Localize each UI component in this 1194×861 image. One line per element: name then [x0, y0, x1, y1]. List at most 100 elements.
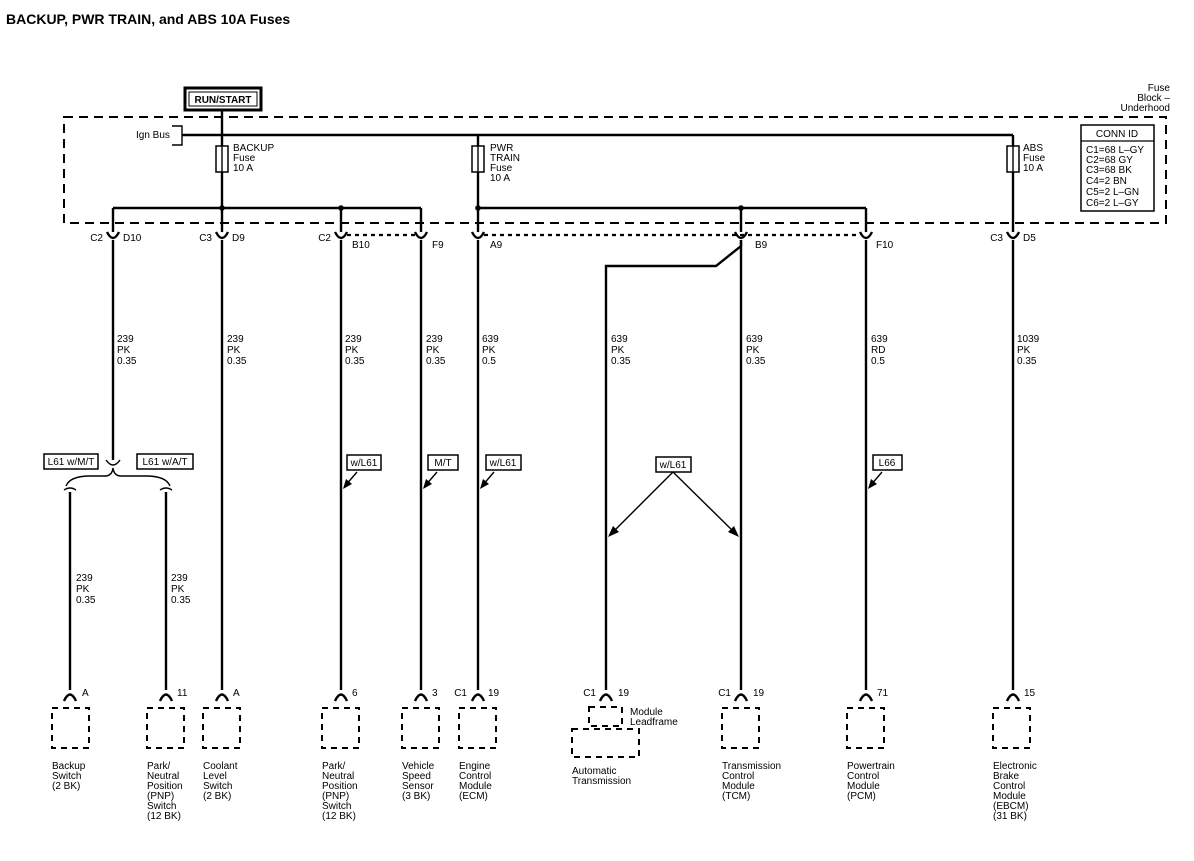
component-name: Module [993, 791, 1026, 802]
component-name: Control [459, 771, 491, 782]
wire-color: PK [345, 345, 359, 356]
component-name: Sensor [402, 781, 434, 792]
option-split-backup [63, 459, 173, 690]
fuse-text: 10 A [490, 173, 510, 184]
option-label-l61-at: L61 w/A/T [136, 453, 194, 470]
fuse-block-pin-f10: F10 [858, 231, 894, 251]
option-label-l61-mt: L61 w/M/T [43, 453, 99, 470]
pin-number: 71 [877, 688, 889, 699]
component-name: Control [847, 771, 879, 782]
component-name: (12 BK) [322, 811, 356, 822]
wire-spec: 239 PK 0.35 [117, 334, 137, 367]
fuse-block-label-line: Underhood [1121, 103, 1170, 114]
conn-id-row: C5=2 L–GN [1086, 187, 1139, 198]
wire-gauge: 0.35 [345, 356, 365, 367]
component-outline [721, 707, 760, 749]
component-name: Position [322, 781, 358, 792]
wire-gauge: 0.5 [871, 356, 885, 367]
fuse-text: BACKUP [233, 143, 274, 154]
pin-conn: C2 [90, 233, 103, 244]
pin-number: 19 [618, 688, 630, 699]
wire-color: PK [482, 345, 496, 356]
component-outline [401, 707, 440, 749]
fuse-block-pin-a9: A9 [470, 231, 503, 251]
component-ecm: Engine Control Module (ECM) [459, 761, 492, 802]
wire-circuit: 1039 [1017, 334, 1040, 345]
option-label-w-l61: w/L61 [343, 454, 382, 489]
component-name: (2 BK) [203, 791, 231, 802]
module-leadframe-label: Module Leadframe [630, 707, 678, 728]
conn-id-row: C2=68 GY [1086, 155, 1133, 166]
pin-number: A [233, 688, 240, 699]
fuse-text: TRAIN [490, 153, 520, 164]
component-pin: 11 [158, 688, 188, 702]
wire-gauge: 0.35 [426, 356, 446, 367]
fuse-block-pin-b9: B9 [733, 231, 768, 251]
diagram-title: BACKUP, PWR TRAIN, and ABS 10A Fuses [6, 11, 290, 27]
fuse-abs: ABS Fuse 10 A [1006, 135, 1046, 232]
component-ebcm: Electronic Brake Control Module (EBCM) (… [993, 761, 1037, 822]
component-pin: C1 19 [583, 688, 630, 702]
pin-number: 15 [1024, 688, 1036, 699]
pin-conn: C2 [318, 233, 331, 244]
option-label-text: L66 [879, 458, 896, 469]
pin-number: 19 [488, 688, 500, 699]
component-pin: 3 [413, 688, 438, 702]
option-label-mt: M/T [423, 454, 459, 489]
component-outline [846, 707, 885, 749]
wire-circuit: 239 [171, 573, 188, 584]
option-label-text: L61 w/A/T [142, 457, 187, 468]
pin-number: D9 [232, 233, 245, 244]
conn-id-title: CONN ID [1096, 129, 1138, 140]
wire-gauge: 0.35 [117, 356, 137, 367]
pin-conn: C3 [199, 233, 212, 244]
pin-number: 6 [352, 688, 358, 699]
fuse-block-pin-d5: C3 D5 [990, 231, 1036, 244]
wire-gauge: 0.35 [611, 356, 631, 367]
fuse-block-label-line: Fuse [1148, 83, 1171, 94]
pin-number: 19 [753, 688, 765, 699]
component-name: Neutral [322, 771, 354, 782]
pin-number: B10 [352, 240, 370, 251]
pin-number: F9 [432, 240, 444, 251]
wire-spec: 639 PK 0.35 [611, 334, 631, 367]
fuse-text: ABS [1023, 143, 1043, 154]
component-name: Brake [993, 771, 1020, 782]
leadframe-text: Leadframe [630, 717, 678, 728]
component-name: Powertrain [847, 761, 895, 772]
conn-id-table: CONN ID C1=68 L–GY C2=68 GY C3=68 BK C4=… [1080, 124, 1155, 212]
pin-conn: C3 [990, 233, 1003, 244]
component-outline [321, 707, 360, 749]
component-name: Position [147, 781, 183, 792]
component-pin: C1 19 [718, 688, 765, 702]
component-pin: 71 [858, 688, 889, 702]
wire-spec: 239 PK 0.35 [227, 334, 247, 367]
wire-color: PK [426, 345, 440, 356]
power-source: RUN/START [183, 86, 263, 112]
wire-spec: 639 PK 0.35 [746, 334, 766, 367]
wire-color: PK [171, 584, 185, 595]
pin-number: A [82, 688, 89, 699]
component-pnp-switch: Park/ Neutral Position (PNP) Switch (12 … [147, 761, 183, 822]
wire-color: RD [871, 345, 885, 356]
fuse-block-pin-d10: C2 D10 [90, 231, 142, 244]
component-pin: A [62, 688, 89, 702]
leadframe-text: Module [630, 707, 663, 718]
component-outline [146, 707, 185, 749]
component-name: Electronic [993, 761, 1037, 772]
wire-color: PK [1017, 345, 1031, 356]
module-leadframe-outline [588, 706, 623, 727]
fuse-block-label: Fuse Block – Underhood [1121, 83, 1171, 114]
wire-spec: 639 RD 0.5 [871, 334, 888, 367]
pin-number: D5 [1023, 233, 1036, 244]
component-name: Backup [52, 761, 86, 772]
component-coolant-level-switch: Coolant Level Switch (2 BK) [203, 761, 238, 802]
component-pin: 6 [333, 688, 358, 702]
wire-circuit: 639 [871, 334, 888, 345]
conn-id-row: C4=2 BN [1086, 176, 1127, 187]
fuse-backup: BACKUP Fuse 10 A [215, 135, 274, 208]
wire-spec: 239 PK 0.35 [426, 334, 446, 367]
fuse-block-pin-f9: F9 [413, 231, 444, 251]
pin-conn: C1 [583, 688, 596, 699]
